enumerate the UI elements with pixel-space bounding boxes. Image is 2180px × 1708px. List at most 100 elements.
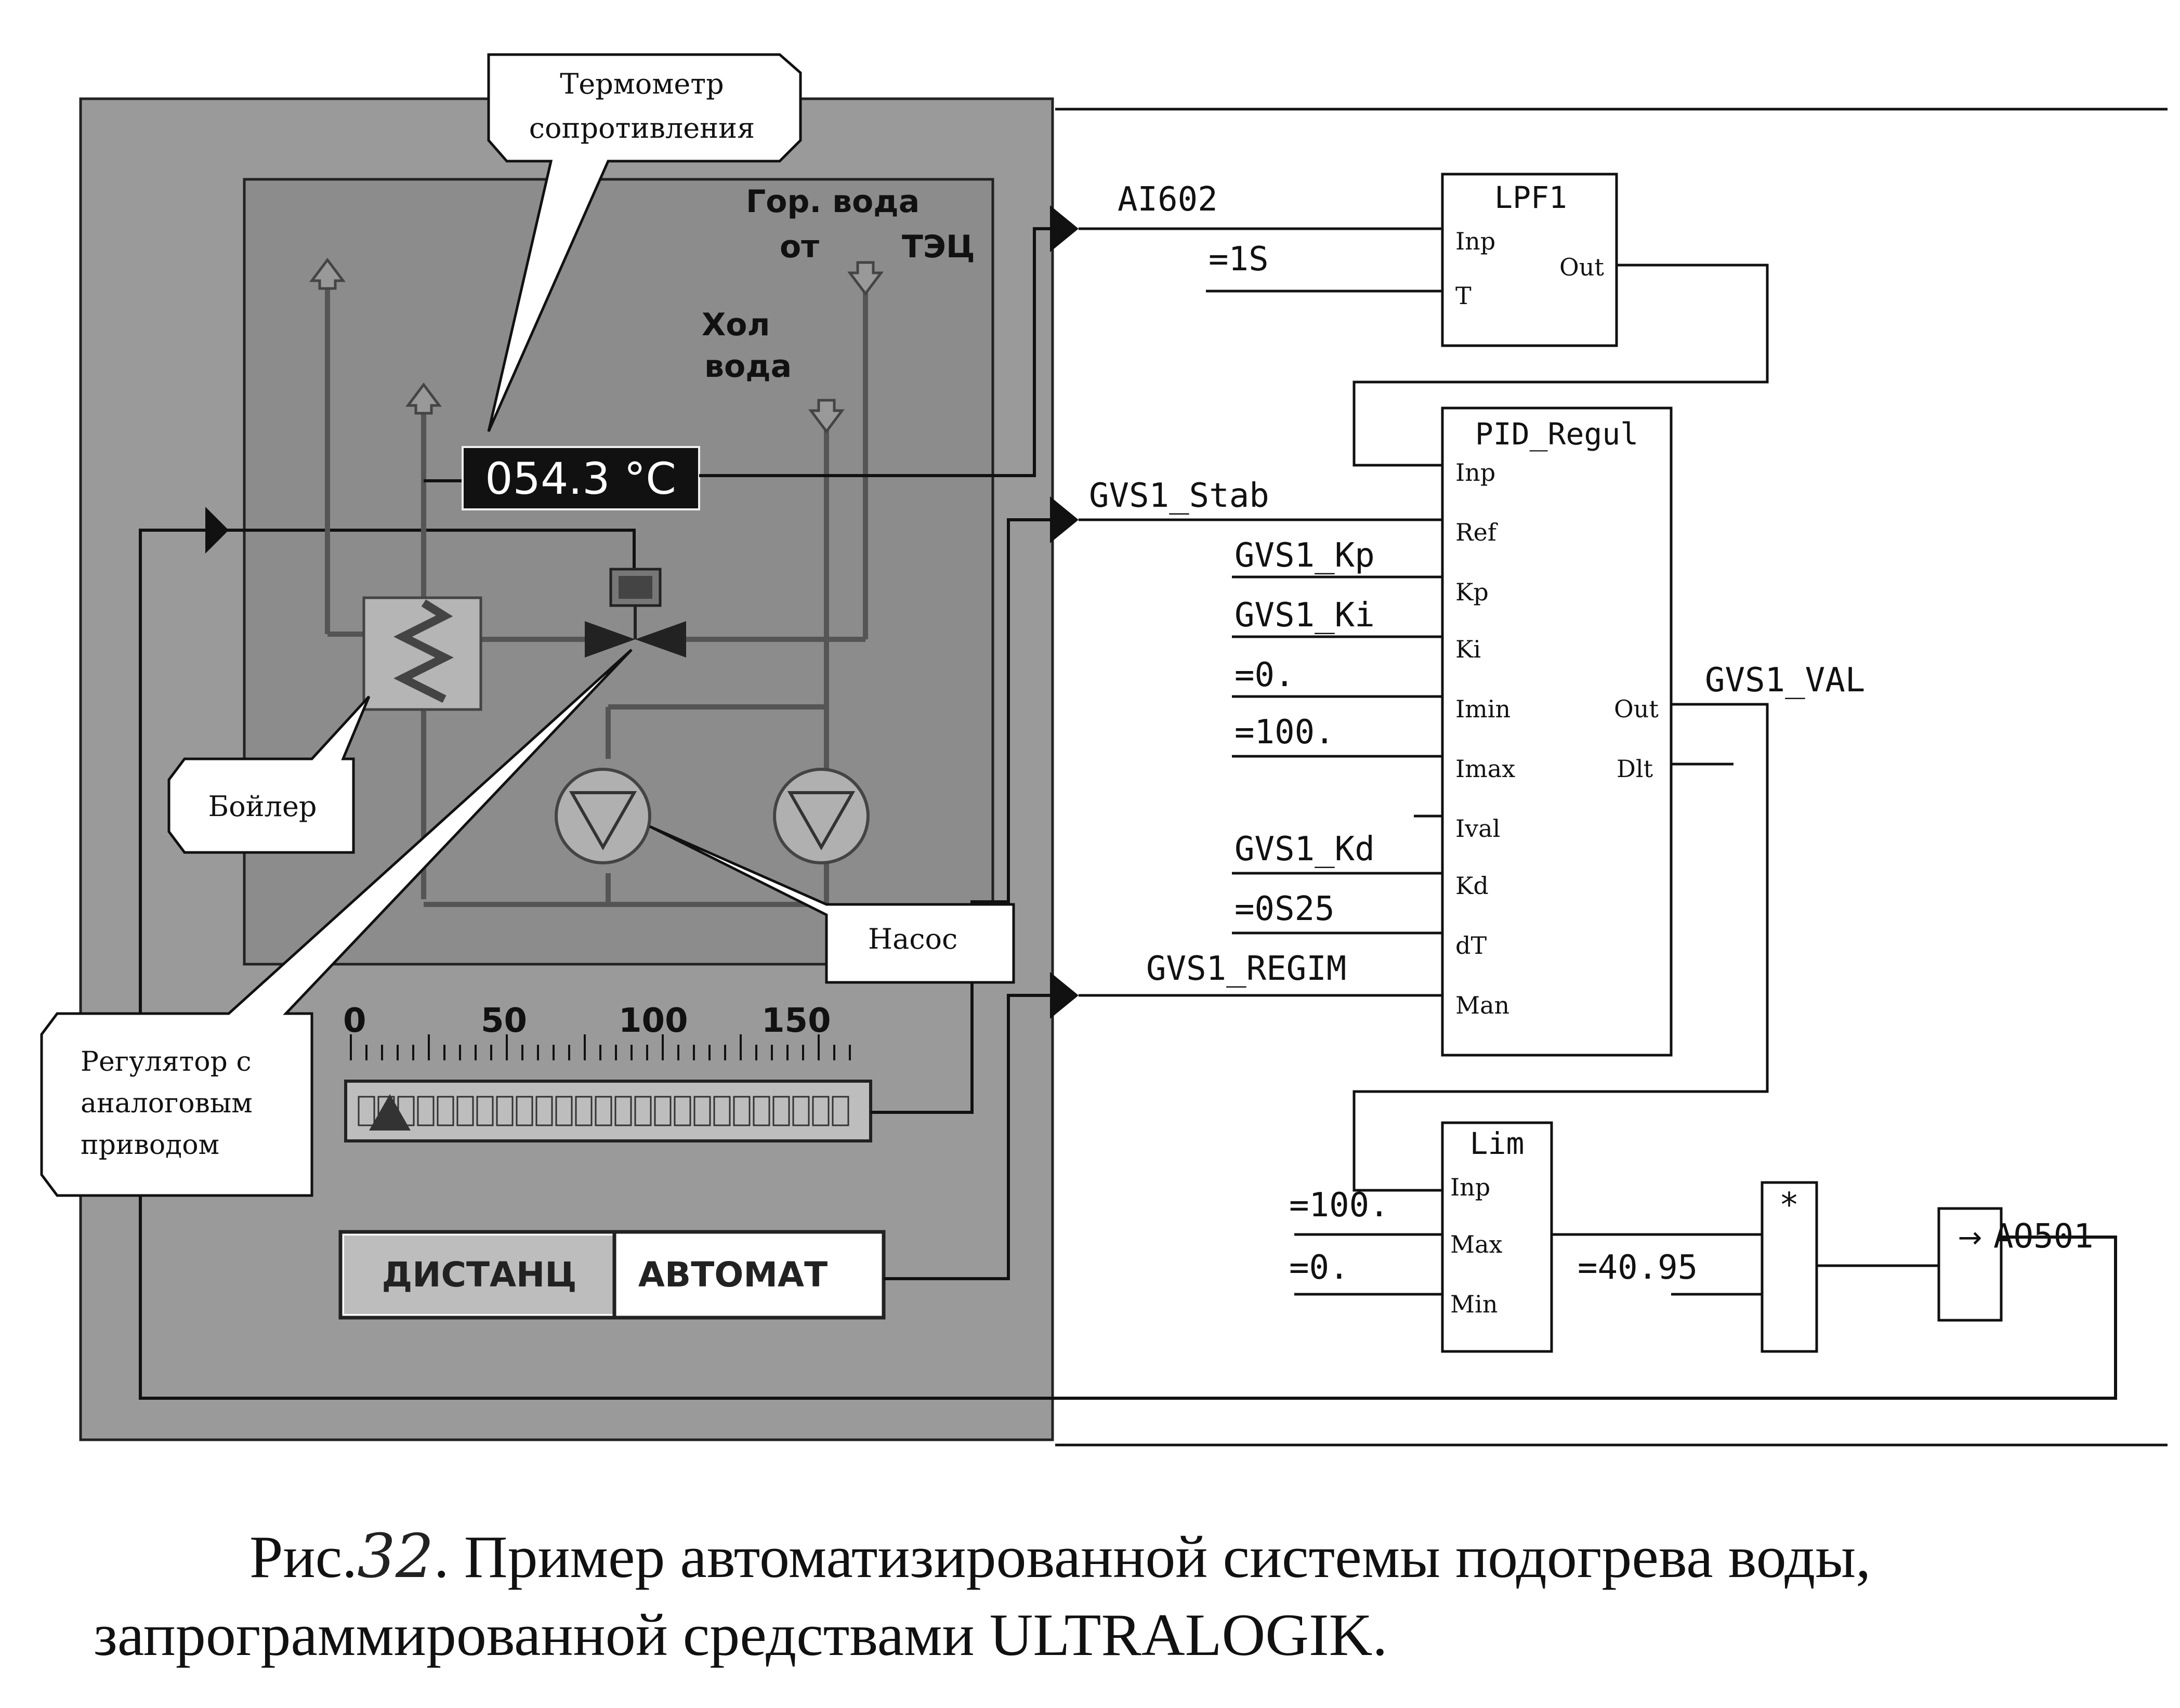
scale-cell <box>812 1096 830 1126</box>
block-output-arrow-icon: → <box>1958 1221 1982 1255</box>
stab-arrowhead <box>1050 496 1079 543</box>
return-up-arrow-icon <box>405 382 442 415</box>
block-pid-input: Man <box>1455 991 1509 1019</box>
chp-label: ТЭЦ <box>902 229 975 265</box>
scale-cell <box>792 1096 810 1126</box>
temperature-display <box>462 446 700 510</box>
scale-cell <box>654 1096 672 1126</box>
signal-gvs1-ki: GVS1_Ki <box>1235 596 1375 635</box>
scale-tick-label: 50 <box>481 1002 527 1040</box>
block-lpf1-input: T <box>1455 282 1472 310</box>
scale-cell <box>753 1096 770 1126</box>
mode-remote-label: ДИСТАНЦ <box>382 1255 576 1295</box>
callout-thermometer: Термометр сопротивления <box>487 53 802 432</box>
pipes <box>325 281 868 907</box>
pump-icon <box>787 791 856 851</box>
scale-cell <box>614 1096 632 1126</box>
pump-icon <box>569 791 637 851</box>
ai602-arrowhead <box>1050 205 1079 252</box>
scale-cell <box>456 1096 474 1126</box>
boiler-coil-icon <box>393 599 454 703</box>
scale-cell <box>713 1096 731 1126</box>
temperature-value: 054.3 °C <box>485 453 676 504</box>
block-multiply-title: * <box>1779 1186 1800 1225</box>
scale-cell <box>476 1096 494 1126</box>
block-lpf1-title: LPF1 <box>1494 180 1567 215</box>
mode-auto-label: АВТОМАТ <box>638 1255 828 1295</box>
scale-slider-icon[interactable] <box>369 1094 411 1131</box>
scale-tick-label: 150 <box>761 1002 831 1040</box>
cold-water-label: Хол <box>702 307 770 343</box>
callout-regulator-line2: аналоговым <box>81 1088 253 1119</box>
block-pid-input: Kp <box>1455 578 1489 606</box>
hot-water-from-label: от <box>780 229 819 265</box>
signal-gvs1-kp: GVS1_Kp <box>1235 536 1375 575</box>
pump-2 <box>773 768 870 864</box>
flow-arrows <box>309 257 884 434</box>
callout-boiler: Бойлер <box>167 695 371 854</box>
scale-cell <box>535 1096 553 1126</box>
function-block-diagram: LPF1 Inp T Out AI602 =1S PID_Regul Inp R… <box>1079 173 2116 1353</box>
block-multiply <box>1761 1181 1818 1353</box>
hot-out-arrow-icon <box>309 257 346 290</box>
cold-water-label-2: вода <box>704 348 792 385</box>
scale-cell <box>832 1096 849 1126</box>
block-pid <box>1441 406 1673 1057</box>
signal-imin: =0. <box>1235 656 1295 694</box>
scale-cell <box>516 1096 533 1126</box>
scale-tick-label: 100 <box>619 1002 688 1040</box>
scale-cell <box>693 1096 711 1126</box>
hot-water-label: Гор. вода <box>746 183 920 220</box>
block-lim-input: Inp <box>1450 1173 1490 1201</box>
block-output <box>1937 1207 2003 1322</box>
caption-line2: запрограммированной средствами ULTRALOGI… <box>94 1602 1388 1668</box>
temperature-signal-line <box>699 227 1060 477</box>
block-lim <box>1441 1121 1553 1353</box>
callout-regulator-line1: Регулятор с <box>81 1046 251 1078</box>
block-pid-title: PID_Regul <box>1475 416 1638 452</box>
block-lim-input: Max <box>1450 1230 1503 1258</box>
scale-tick-label: 0 <box>343 1002 366 1040</box>
signal-lim-max: =100. <box>1289 1186 1389 1225</box>
caption-handwritten-number: 32 <box>357 1521 434 1592</box>
callout-regulator: Регулятор с аналоговым приводом <box>40 649 633 1197</box>
callout-pump: Насос <box>649 825 1015 984</box>
block-pid-input: Ref <box>1455 518 1498 546</box>
block-pid-output: Dlt <box>1617 755 1653 783</box>
block-pid-input: dT <box>1455 931 1487 960</box>
block-pid-output: Out <box>1614 695 1659 723</box>
hot-in-arrow-icon <box>847 261 884 296</box>
block-lim-title: Lim <box>1470 1126 1525 1161</box>
scale-cell <box>772 1096 790 1126</box>
block-lpf1-input: Inp <box>1455 227 1495 255</box>
signal-lim-min: =0. <box>1289 1249 1349 1287</box>
caption-line1: Рис.32. Пример автоматизированной систем… <box>94 1518 2121 1596</box>
valve-left-icon <box>585 621 635 658</box>
callout-pump-label: Насос <box>868 923 957 955</box>
scale-bar <box>344 1080 872 1142</box>
pump-1 <box>555 768 651 864</box>
figure-caption: Рис.32. Пример автоматизированной систем… <box>94 1518 2121 1674</box>
callout-regulator-line3: приводом <box>81 1129 219 1161</box>
boiler <box>362 596 482 711</box>
scale-cell <box>634 1096 652 1126</box>
block-lpf1-output: Out <box>1559 253 1604 281</box>
valve-position-scale: 0 50 100 150 <box>343 518 1060 1142</box>
scale-cell <box>437 1096 454 1126</box>
signal-gvs1-stab: GVS1_Stab <box>1089 477 1269 515</box>
block-pid-input: Imax <box>1455 755 1515 783</box>
block-pid-input: Ival <box>1455 814 1500 843</box>
block-lim-input: Min <box>1450 1290 1498 1318</box>
signal-dt: =0S25 <box>1235 890 1335 928</box>
block-pid-input: Ki <box>1455 635 1481 663</box>
control-valve <box>585 568 686 658</box>
mode-remote-button[interactable] <box>344 1236 614 1314</box>
caption-prefix: Рис. <box>249 1524 358 1591</box>
block-pid-input: Inp <box>1455 458 1495 487</box>
signal-mul-const: =40.95 <box>1578 1249 1698 1287</box>
scale-cell <box>555 1096 573 1126</box>
scale-cell <box>358 1096 375 1126</box>
block-pid-input: Kd <box>1455 872 1489 900</box>
mode-signal-line <box>884 994 1060 1280</box>
